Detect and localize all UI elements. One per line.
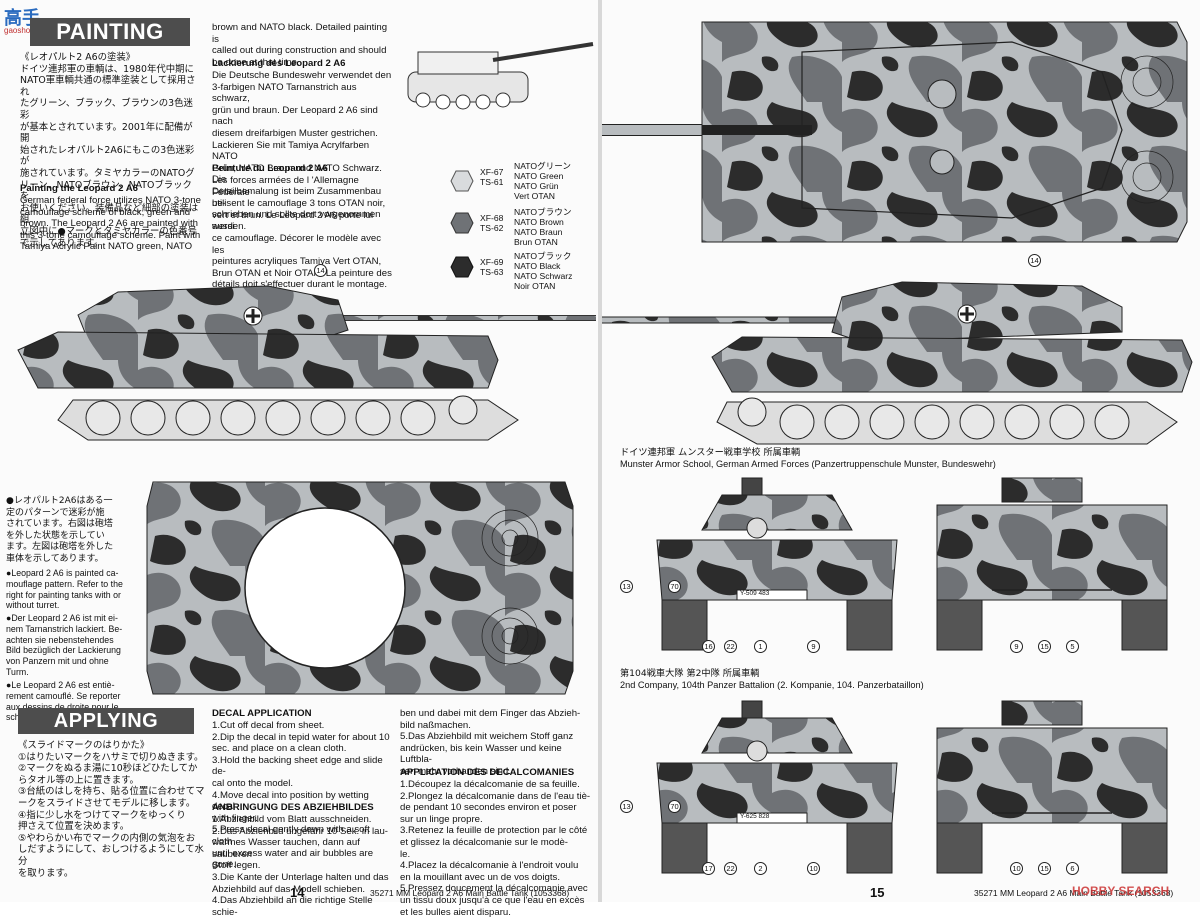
callout-r2-15: 15	[1038, 862, 1051, 875]
unit2-caption-jp: 第104戦車大隊 第2中隊 所属車輌	[620, 668, 760, 679]
callout-f2-10: 10	[807, 862, 820, 875]
callout-f1-1: 1	[754, 640, 767, 653]
fr-decals-title: APPLICATION DES DECALCOMANIES	[400, 767, 575, 778]
callout-14-left: 14	[314, 264, 327, 277]
decals-header: APPLYING DECALS	[18, 708, 194, 758]
paint-swatch-green	[450, 170, 474, 192]
en-decals-text: 1.Cut off decal from sheet. 2.Dip the de…	[212, 720, 390, 871]
right-page: 14 ドイツ連邦軍 ムンスター戦車学校 所属車輌 Munster Armor S…	[602, 0, 1200, 902]
side-view-tank-right	[602, 281, 1193, 445]
front-view-unit2	[656, 700, 898, 874]
plate-unit2: Y-625 828	[740, 813, 770, 820]
unit2-caption-en: 2nd Company, 104th Panzer Battalion (2. …	[620, 680, 924, 690]
callout-f2-2: 2	[754, 862, 767, 875]
en-painting-title: Painting the Leopard 2 A6	[20, 183, 138, 194]
callout-f2-13: 13	[620, 800, 633, 813]
callout-r1-5: 5	[1066, 640, 1079, 653]
footer-left: 35271 MM Leopard 2 A6 Main Battle Tank (…	[370, 888, 570, 898]
callout-f2-17: 17	[702, 862, 715, 875]
paint-legend: XF-67 TS-61 NATOグリーン NATO Green NATO Grü…	[450, 161, 598, 291]
unit1-caption-jp: ドイツ連邦軍 ムンスター戦車学校 所属車輌	[620, 447, 801, 458]
en-painting-text: German federal force utilizes NATO 3-ton…	[20, 195, 201, 253]
page-gutter	[598, 0, 602, 902]
de-painting-title: Lackierung des Leopard 2 A6	[212, 58, 346, 69]
jp-painting-text: 《レオパルト2 A6の塗装》 ドイツ連邦軍の車輌は、1980年代中期に NATO…	[20, 52, 199, 249]
callout-r1-15: 15	[1038, 640, 1051, 653]
callout-f1-16: 16	[702, 640, 715, 653]
paint-swatch-black	[450, 256, 474, 278]
page-number-right: 15	[870, 885, 885, 900]
side-note-jp: ●レオパルト2A6はある一 定のパターンで迷彩が施 されています。右図は砲塔 を…	[6, 496, 114, 564]
callout-r2-10: 10	[1010, 862, 1023, 875]
rear-view-unit1	[936, 477, 1168, 651]
fr-painting-text: Les forces armées de l 'Allemagne Fédéra…	[212, 175, 392, 291]
callout-f1-70: 70	[668, 580, 681, 593]
footer-right: 35271 MM Leopard 2 A6 Main Battle Tank (…	[974, 888, 1174, 898]
watermark-hobbysearch: HOBBY SEARCH	[1072, 884, 1170, 898]
left-page: 高手 gaoshou.com PAINTING 《レオパルト2 A6の塗装》 ド…	[0, 0, 598, 918]
de-painting-text: Die Deutsche Bundeswehr verwendet den 3-…	[212, 70, 392, 232]
rear-view-unit2	[936, 700, 1168, 874]
callout-f1-13: 13	[620, 580, 633, 593]
front-view-unit1	[656, 477, 898, 651]
side-view-tank-left	[17, 285, 596, 441]
side-note-en: ●Leopard 2 A6 is painted ca- mouflage pa…	[6, 568, 123, 611]
callout-f1-9: 9	[807, 640, 820, 653]
de-decals-text-cont: ben und dabei mit dem Finger das Abzieh-…	[400, 708, 581, 777]
fr-painting-title: Peinture du Leopard 2 A6	[212, 163, 328, 174]
callout-f1-22: 22	[724, 640, 737, 653]
callout-f2-70: 70	[668, 800, 681, 813]
callout-r2-6: 6	[1066, 862, 1079, 875]
callout-r1-9: 9	[1010, 640, 1023, 653]
callout-14-right: 14	[1028, 254, 1041, 267]
de-decals-title: ANBRINGUNG DES ABZIEHBILDES	[212, 802, 374, 813]
de-decals-text: 1.Abziehbild vom Blatt ausschneiden. 2.D…	[212, 814, 389, 918]
callout-f2-22: 22	[724, 862, 737, 875]
painting-header: PAINTING	[30, 18, 190, 46]
plate-unit1: Y-509 483	[740, 590, 770, 597]
hull-top-view	[146, 481, 574, 695]
unit1-caption-en: Munster Armor School, German Armed Force…	[620, 459, 996, 469]
jp-decals-text: 《スライドマークのはりかた》 ①はりたいマークをハサミで切りぬきます。 ②マーク…	[18, 740, 205, 879]
paint-swatch-brown	[450, 212, 474, 234]
en-painting-text-cont: brown and NATO black. Detailed painting …	[212, 22, 388, 68]
en-decals-title: DECAL APPLICATION	[212, 708, 312, 719]
side-note-de: ●Der Leopard 2 A6 ist mit ei- nem Tarnan…	[6, 613, 123, 677]
page-number-left: 14	[290, 885, 305, 900]
tank-top-view	[602, 21, 1188, 243]
small-tank-illustration	[407, 42, 594, 110]
